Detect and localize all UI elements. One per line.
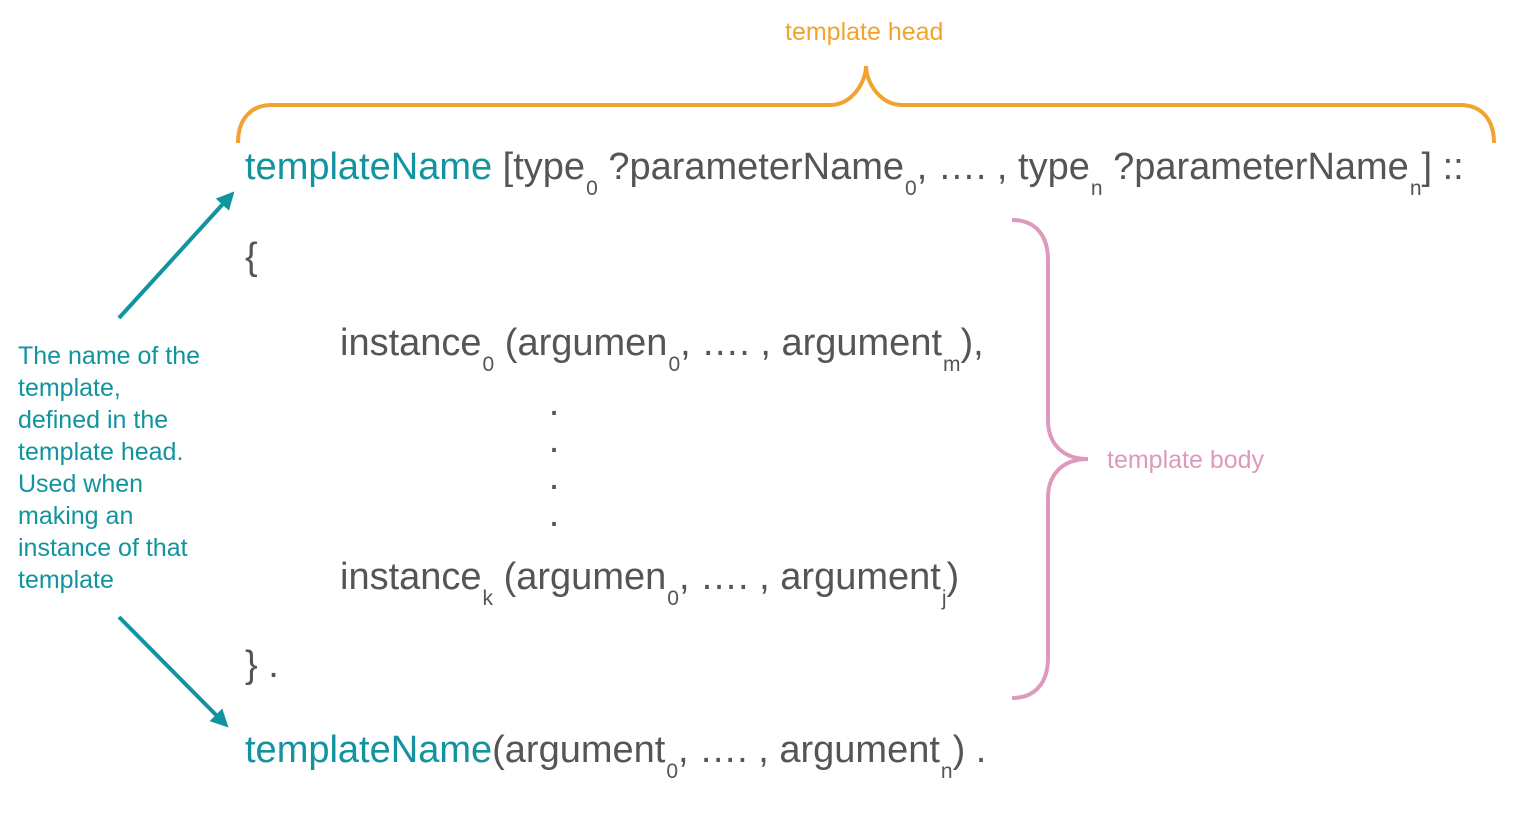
template-name: templateName (245, 146, 493, 188)
dot: . (548, 456, 560, 498)
template-usage-line: templateName(argument0, …. , argumentn) … (245, 729, 987, 782)
parameter-name-n: ?parameterName (1102, 146, 1409, 188)
instance-arg-end-subscript: m (943, 353, 961, 376)
instance-name: instance (340, 556, 482, 598)
template-name-note: The name of the template, defined in the… (18, 340, 238, 596)
instance-first-line: instance0 (argumen0, …. , argumentm), (340, 322, 984, 375)
template-body-brace (1011, 218, 1089, 700)
usage-args-open: (argument (492, 729, 666, 771)
note-line: template head. (18, 438, 184, 466)
head-close: ] :: (1421, 146, 1464, 188)
parameter-n-subscript: n (1409, 177, 1422, 200)
usage-args-middle: , …. , argument (678, 729, 940, 771)
instance-last-line: instancek (argumen0, …. , argumentj) (340, 556, 960, 609)
instance-args-middle: , …. , argument (678, 556, 941, 598)
arrow-to-usage-icon (117, 615, 229, 728)
instance-arg-subscript: 0 (667, 587, 679, 610)
instance-arg-subscript: 0 (668, 353, 681, 376)
instance-args-open: (argumen (494, 322, 668, 364)
instance-args-close: ), (960, 322, 984, 364)
head-middle: , …. , type (916, 146, 1090, 188)
type-n-subscript: n (1090, 177, 1103, 200)
usage-arg-end-subscript: n (940, 760, 953, 783)
usage-arg-subscript: 0 (666, 760, 679, 783)
open-brace: { (245, 236, 258, 278)
note-line: making an (18, 502, 134, 530)
template-head-line: templateName [type0 ?parameterName0, …. … (245, 146, 1464, 199)
instance-subscript: 0 (482, 353, 495, 376)
dot: . (548, 493, 560, 535)
dot: . (548, 382, 560, 424)
head-open-bracket: [type (492, 146, 586, 188)
template-name: templateName (245, 729, 493, 771)
note-line: instance of that (18, 534, 188, 562)
instance-subscript: k (482, 587, 494, 610)
instance-arg-end-subscript: j (941, 587, 947, 610)
note-line: template (18, 566, 114, 594)
template-head-label: template head (785, 18, 944, 46)
parameter-name: ?parameterName (597, 146, 905, 188)
dot: . (548, 419, 560, 461)
instance-args-open: (argumen (493, 556, 667, 598)
parameter-subscript: 0 (905, 177, 917, 200)
note-line: The name of the (18, 342, 201, 370)
arrow-to-head-icon (117, 191, 235, 320)
instance-args-close: ) (946, 556, 960, 598)
instance-name: instance (340, 322, 482, 364)
template-body-label: template body (1107, 446, 1265, 474)
note-line: Used when (18, 470, 144, 498)
instance-args-middle: , …. , argument (680, 322, 943, 364)
note-line: defined in the (18, 406, 169, 434)
ellipsis-dots: . . . . (544, 382, 564, 535)
template-head-brace (236, 65, 1496, 144)
usage-args-close: ) . (952, 729, 987, 771)
close-brace: } . (245, 644, 279, 686)
note-line: template, (18, 374, 121, 402)
type-subscript: 0 (586, 177, 598, 200)
